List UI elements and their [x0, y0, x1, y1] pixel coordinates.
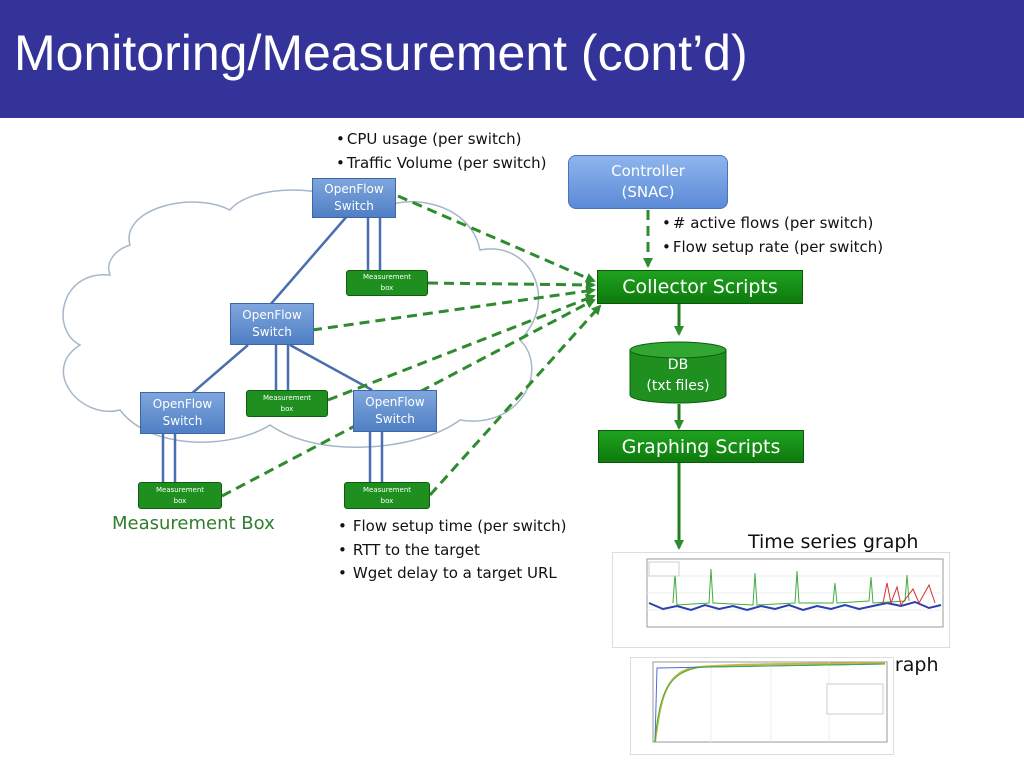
list-item: Flow setup time (per switch) — [338, 515, 567, 539]
slide-title: Monitoring/Measurement (cont’d) — [14, 25, 748, 81]
list-item: CPU usage (per switch) — [336, 128, 547, 152]
switch-label-line2: Switch — [334, 199, 374, 213]
mbox-label-line1: Measurement — [155, 485, 205, 494]
mbox-label-line2: box — [380, 284, 394, 292]
switch-label-line1: OpenFlow — [152, 397, 213, 411]
switch-label-line2: Switch — [162, 414, 203, 428]
measurement-cables — [161, 218, 384, 482]
db-cylinder — [629, 341, 727, 404]
cdf-thumbnail — [630, 657, 894, 755]
switch-label-line1: OpenFlow — [365, 395, 425, 409]
switch-label-line2: Switch — [252, 325, 292, 339]
controller-box: Controller (SNAC) — [568, 155, 728, 209]
cdf-plot — [652, 661, 888, 743]
switch-label-line1: OpenFlow — [324, 182, 384, 196]
measurement-box-mid: Measurement box — [246, 390, 328, 417]
time-series-plot — [646, 558, 944, 628]
mbox-label-line1: Measurement — [362, 273, 412, 281]
list-item: RTT to the target — [338, 539, 567, 563]
measurement-box-left: Measurement box — [138, 482, 222, 509]
mbox-label-line2: box — [280, 404, 294, 413]
collector-label: Collector Scripts — [622, 276, 778, 298]
switch-stats-list: CPU usage (per switch) Traffic Volume (p… — [336, 128, 547, 175]
controller-label-line2: (SNAC) — [621, 183, 675, 201]
measurement-box-right: Measurement box — [344, 482, 430, 509]
controller-label-line1: Controller — [611, 162, 685, 180]
collector-scripts-box: Collector Scripts — [597, 270, 803, 304]
mbox-label-line1: Measurement — [362, 485, 412, 494]
time-series-thumbnail — [612, 552, 950, 648]
mbox-label-line2: box — [380, 496, 394, 505]
list-item: Wget delay to a target URL — [338, 562, 567, 586]
openflow-switch-mid: OpenFlow Switch — [230, 303, 314, 345]
measurement-box-top: Measurement box — [346, 270, 428, 296]
openflow-switch-right: OpenFlow Switch — [353, 390, 437, 432]
list-item: Flow setup rate (per switch) — [662, 236, 883, 260]
controller-stats-list: # active flows (per switch) Flow setup r… — [662, 212, 883, 259]
openflow-switch-left: OpenFlow Switch — [140, 392, 225, 434]
db-label-line1: DB — [667, 357, 689, 373]
graphing-label: Graphing Scripts — [621, 435, 781, 458]
list-item: # active flows (per switch) — [662, 212, 883, 236]
title-bar: Monitoring/Measurement (cont’d) — [0, 0, 1024, 118]
switch-links — [189, 214, 373, 396]
mbox-label-line2: box — [173, 496, 187, 505]
mbox-label-line1: Measurement — [262, 393, 312, 402]
measurement-box-caption: Measurement Box — [112, 513, 275, 534]
list-item: Traffic Volume (per switch) — [336, 152, 547, 176]
db-label: DB (txt files) — [630, 355, 726, 397]
db-label-line2: (txt files) — [646, 378, 710, 394]
time-series-caption: Time series graph — [748, 531, 919, 553]
box-stats-list: Flow setup time (per switch) RTT to the … — [338, 515, 567, 586]
switch-label-line1: OpenFlow — [242, 308, 302, 322]
graphing-scripts-box: Graphing Scripts — [598, 430, 804, 463]
openflow-switch-top: OpenFlow Switch — [312, 178, 396, 218]
switch-label-line2: Switch — [375, 412, 415, 426]
